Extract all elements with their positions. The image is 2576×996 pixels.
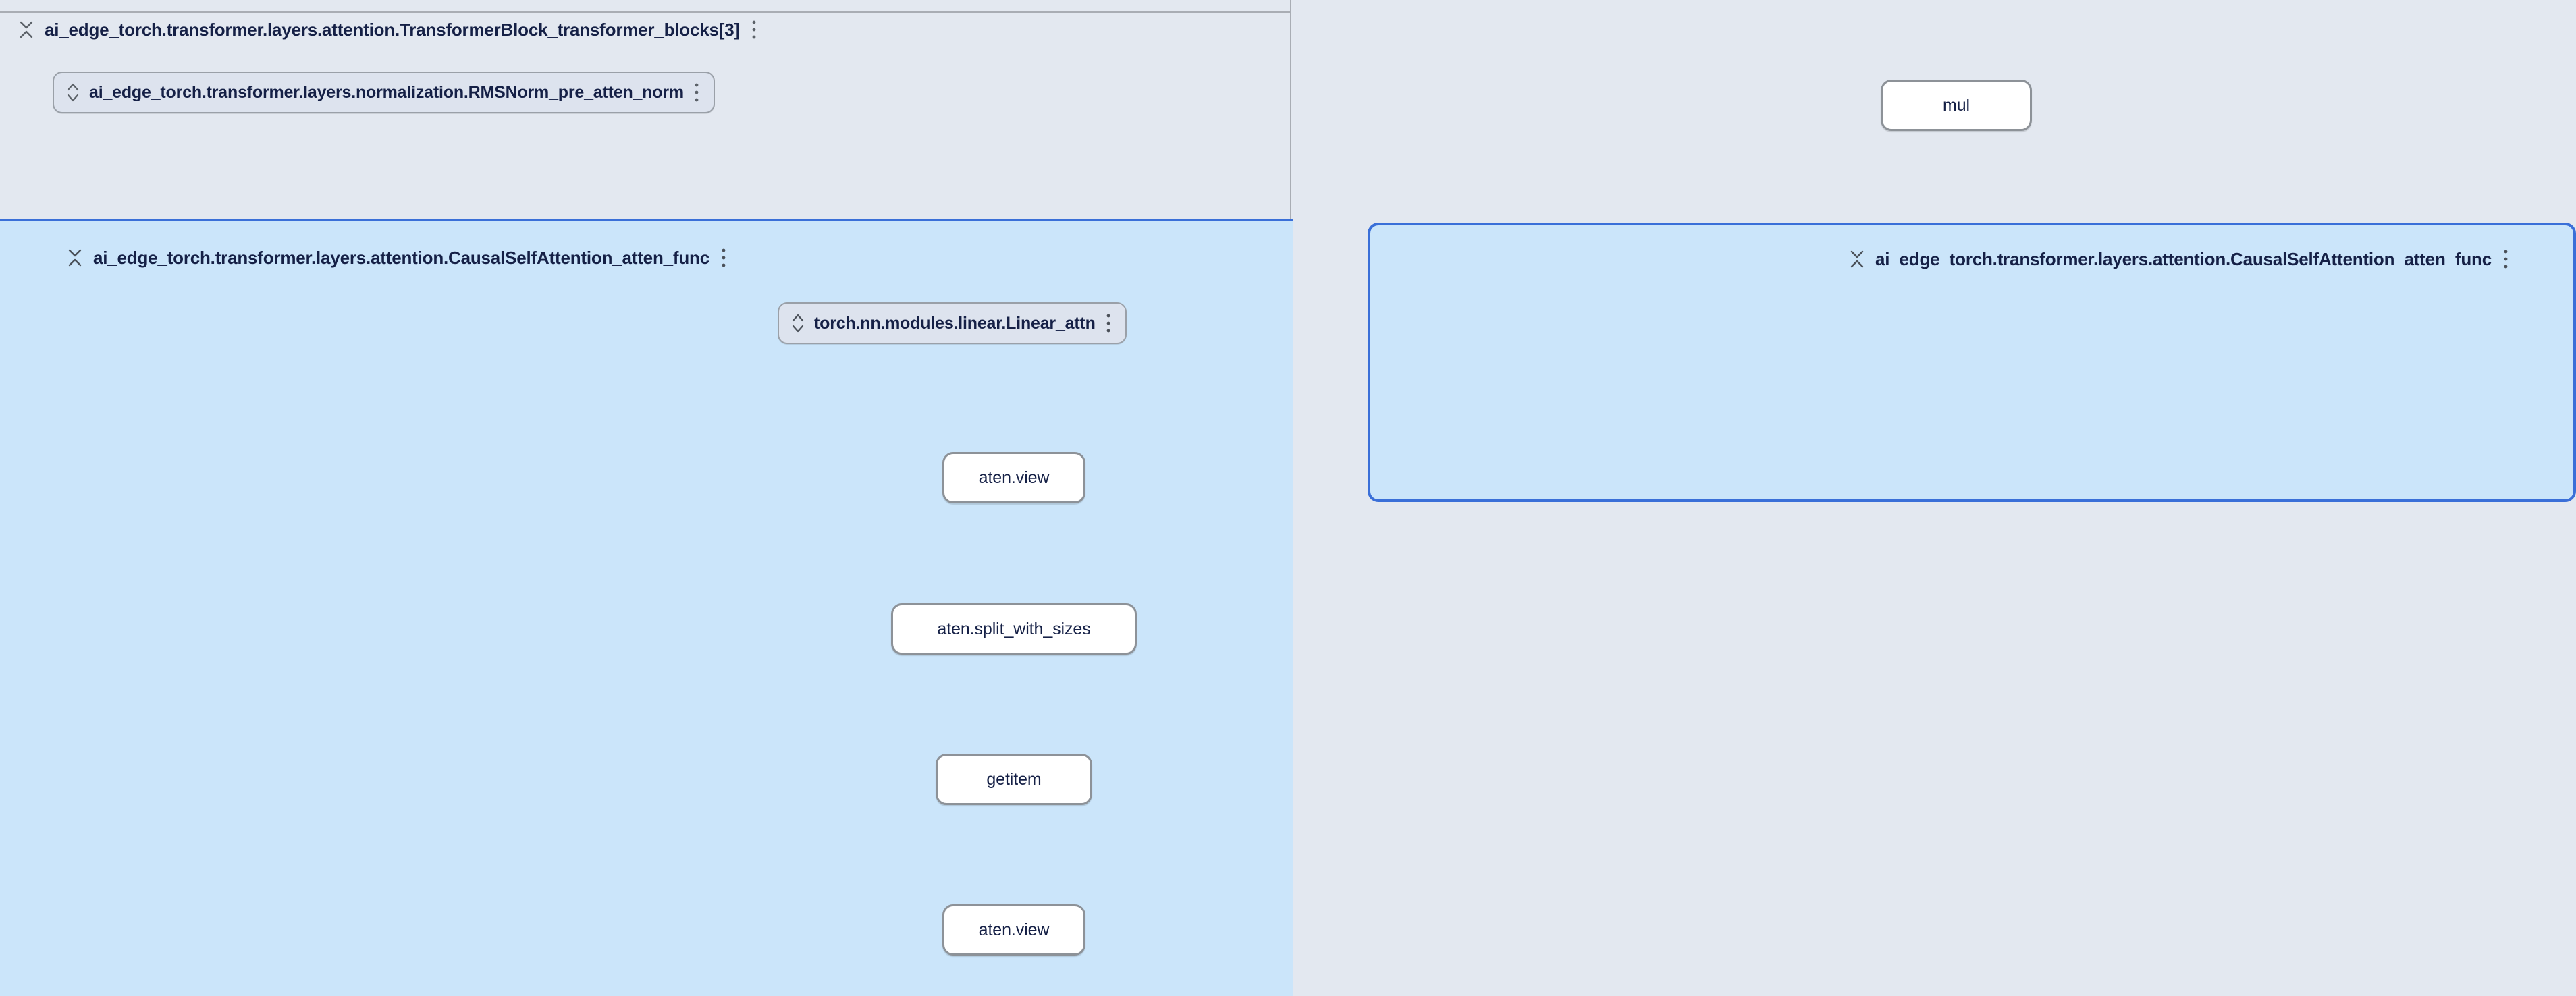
more-options-icon[interactable] [2502, 248, 2509, 270]
more-options-icon[interactable] [1105, 312, 1112, 334]
causal-self-attention-group-header-left[interactable]: ai_edge_torch.transformer.layers.attenti… [68, 247, 727, 269]
node-aten-view-2[interactable]: aten.view [942, 904, 1085, 956]
linear-attn-module-chip[interactable]: torch.nn.modules.linear.Linear_attn [778, 302, 1127, 344]
panel-divider-top [0, 11, 1290, 13]
node-aten-view-1[interactable]: aten.view [942, 452, 1085, 503]
node-label: aten.view [978, 468, 1050, 487]
collapse-icon[interactable] [68, 248, 82, 268]
left-graph-panel[interactable]: ai_edge_torch.transformer.layers.attenti… [0, 0, 1294, 996]
transformer-block-group-title: ai_edge_torch.transformer.layers.attenti… [45, 19, 740, 40]
node-label: mul [1943, 95, 1970, 115]
right-graph-panel[interactable]: mul ai_edge_torch.transformer.layers.att… [1293, 0, 2576, 996]
transformer-block-group-header[interactable]: ai_edge_torch.transformer.layers.attenti… [19, 19, 757, 40]
node-label: aten.view [978, 920, 1050, 939]
causal-self-attention-group-title-right: ai_edge_torch.transformer.layers.attenti… [1875, 248, 2492, 269]
node-getitem[interactable]: getitem [936, 754, 1092, 805]
node-mul-top[interactable]: mul [1881, 80, 2032, 131]
more-options-icon[interactable] [693, 82, 700, 103]
node-aten-split-with-sizes[interactable]: aten.split_with_sizes [891, 603, 1137, 655]
node-label: getitem [986, 769, 1042, 789]
collapse-icon[interactable] [19, 20, 34, 40]
more-options-icon[interactable] [720, 247, 727, 269]
node-label: aten.split_with_sizes [937, 619, 1091, 638]
expand-collapse-icon[interactable] [66, 81, 80, 104]
causal-self-attention-group-title-left: ai_edge_torch.transformer.layers.attenti… [93, 247, 709, 268]
linear-attn-module-label: torch.nn.modules.linear.Linear_attn [814, 313, 1096, 333]
collapse-icon[interactable] [1850, 249, 1864, 269]
rmsnorm-module-chip[interactable]: ai_edge_torch.transformer.layers.normali… [53, 72, 715, 113]
more-options-icon[interactable] [751, 19, 757, 40]
causal-self-attention-group-header-right[interactable]: ai_edge_torch.transformer.layers.attenti… [1850, 248, 2509, 270]
expand-collapse-icon[interactable] [791, 312, 805, 335]
causal-self-attention-group-right[interactable]: ai_edge_torch.transformer.layers.attenti… [1368, 223, 2576, 502]
rmsnorm-module-label: ai_edge_torch.transformer.layers.normali… [89, 82, 684, 102]
